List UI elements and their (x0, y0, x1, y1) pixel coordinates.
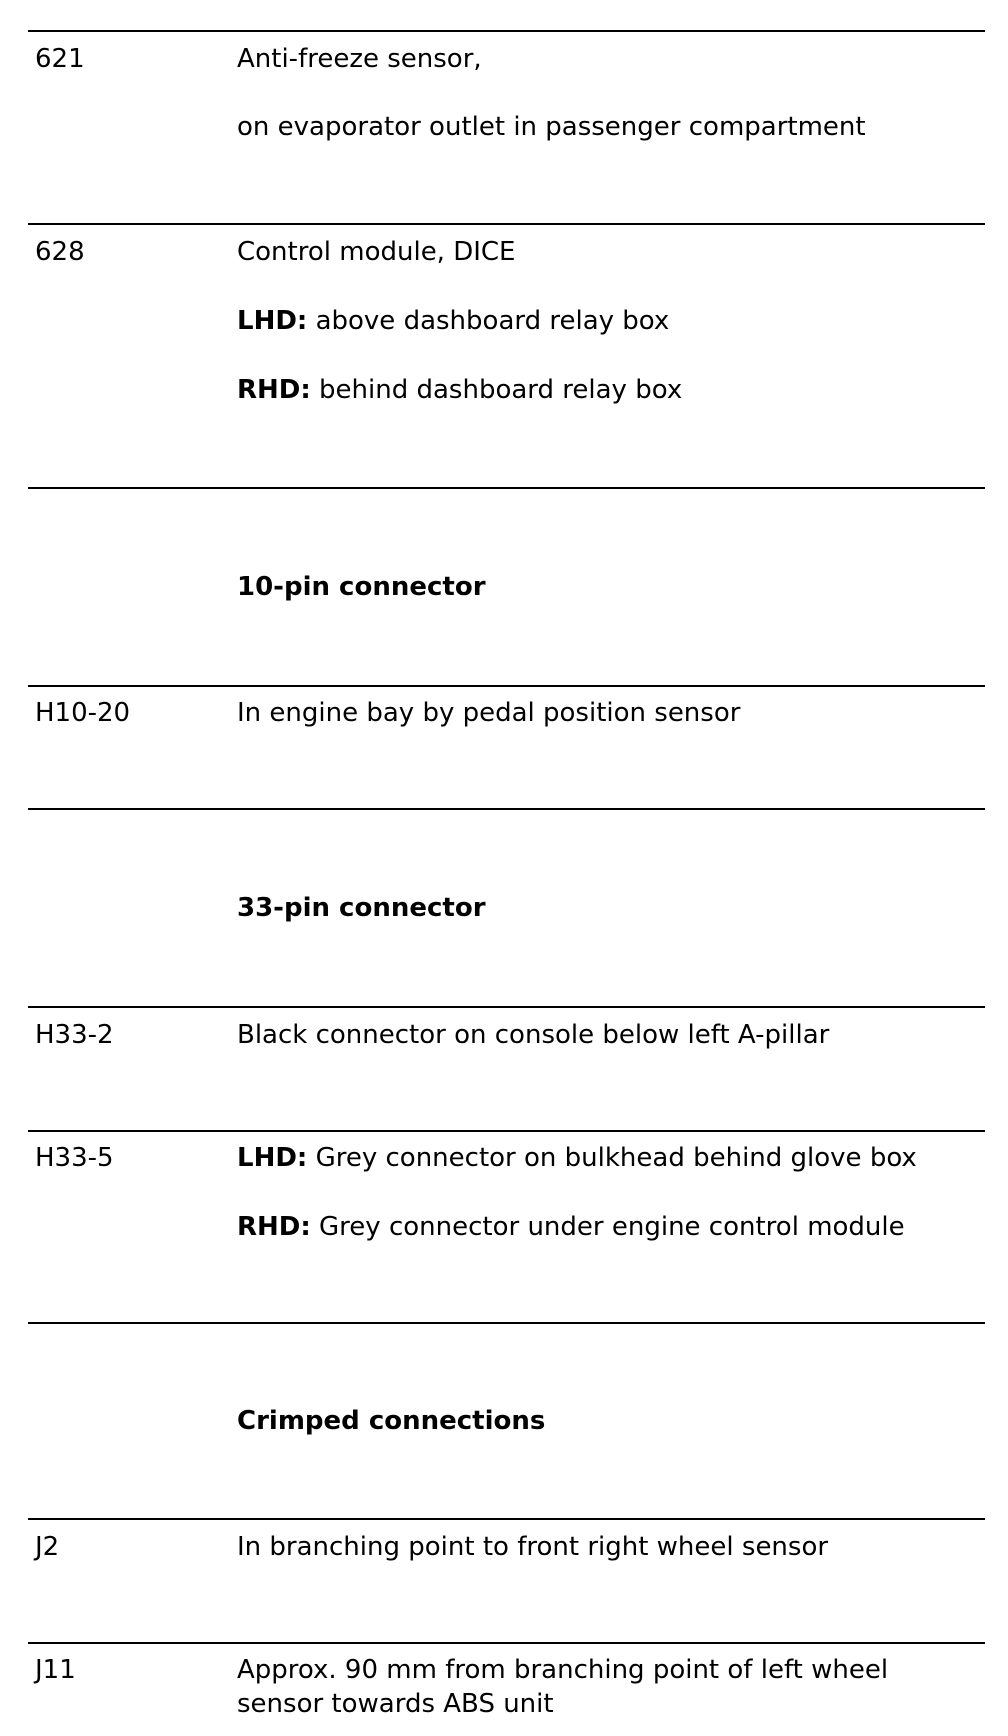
component-description-continued: sensor towards ABS unit (237, 1689, 554, 1719)
component-description: Control module, DICE (237, 237, 516, 267)
component-location-rhd: RHD: Grey connector under engine control… (237, 1212, 905, 1242)
row-divider (28, 30, 985, 32)
rhd-label: RHD: (237, 375, 311, 405)
row-divider (28, 1006, 985, 1008)
component-description: Black connector on console below left A-… (237, 1020, 830, 1050)
component-description: In branching point to front right wheel … (237, 1532, 829, 1562)
row-divider (28, 223, 985, 225)
lhd-text: above dashboard relay box (307, 306, 670, 336)
component-code: H10-20 (35, 698, 131, 728)
component-code: H33-5 (35, 1143, 114, 1173)
component-code: J11 (35, 1655, 76, 1685)
component-code: H33-2 (35, 1020, 114, 1050)
component-description: Approx. 90 mm from branching point of le… (237, 1655, 889, 1685)
component-code: 628 (35, 237, 85, 267)
component-location-lhd: LHD: above dashboard relay box (237, 306, 669, 336)
section-heading: 10-pin connector (237, 572, 486, 602)
row-divider (28, 1518, 985, 1520)
lhd-text: Grey connector on bulkhead behind glove … (307, 1143, 917, 1173)
row-divider (28, 1130, 985, 1132)
section-heading: 33-pin connector (237, 893, 486, 923)
component-description: Anti-freeze sensor, (237, 44, 482, 74)
section-heading: Crimped connections (237, 1406, 546, 1436)
lhd-label: LHD: (237, 1143, 308, 1173)
row-divider (28, 1642, 985, 1644)
rhd-text: behind dashboard relay box (310, 375, 683, 405)
row-divider (28, 808, 985, 810)
row-divider (28, 1322, 985, 1324)
component-location: on evaporator outlet in passenger compar… (237, 112, 866, 142)
component-description: In engine bay by pedal position sensor (237, 698, 741, 728)
component-code: J2 (35, 1532, 60, 1562)
rhd-text: Grey connector under engine control modu… (310, 1212, 905, 1242)
component-code: 621 (35, 44, 85, 74)
row-divider (28, 487, 985, 489)
component-location-lhd: LHD: Grey connector on bulkhead behind g… (237, 1143, 917, 1173)
component-location-rhd: RHD: behind dashboard relay box (237, 375, 682, 405)
row-divider (28, 685, 985, 687)
rhd-label: RHD: (237, 1212, 311, 1242)
lhd-label: LHD: (237, 306, 308, 336)
